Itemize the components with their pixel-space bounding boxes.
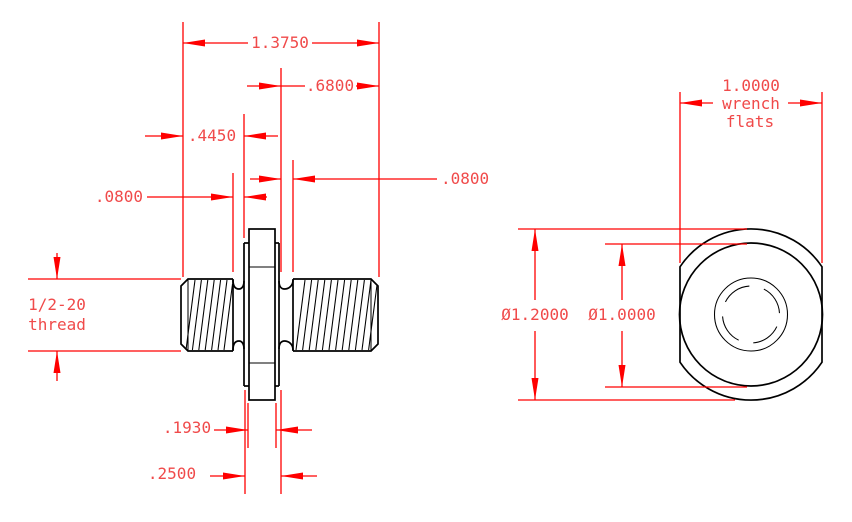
arrowhead-left (223, 472, 245, 480)
arrowhead-right (800, 99, 822, 107)
dimension-left-neck: .0800 (95, 187, 267, 206)
flange-circle-with-flats (679, 228, 823, 401)
arrowhead-right (244, 132, 266, 140)
dimension-flange-width: .1930 (163, 418, 312, 437)
dimension-boss-diameter: Ø1.0000 (588, 244, 656, 387)
dim-text-right-neck: .0800 (441, 169, 489, 188)
thread-major-circle (713, 277, 789, 352)
right-thread-outline (292, 278, 379, 352)
arrowhead-left (259, 175, 281, 183)
dimension-overall-length: 1.3750 (183, 33, 379, 52)
left-thread-hatching (185, 279, 234, 351)
arrowhead-right (244, 193, 266, 201)
dim-text-left-end-to-flange: .4450 (188, 126, 236, 145)
arrowhead-left (259, 82, 281, 90)
dimension-flange-diameter: Ø1.2000 (501, 229, 569, 400)
arrowhead-down (531, 378, 539, 400)
dimension-boss-width: .2500 (148, 464, 317, 483)
arrowhead-right (276, 426, 298, 434)
thread-callout-line1: 1/2-20 (28, 295, 86, 314)
dimension-wrench-flats: 1.0000 wrench flats (680, 76, 822, 131)
arrowhead-left (226, 426, 248, 434)
thread-callout-line2: thread (28, 315, 86, 334)
arrowhead-down (53, 257, 61, 279)
dimension-left-end-to-flange: .4450 (145, 126, 278, 145)
front-view (180, 228, 379, 401)
right-neck-groove (278, 279, 294, 351)
arrowhead-right (357, 39, 379, 47)
arrowhead-up (53, 351, 61, 373)
wrench-flats-line2: wrench (722, 94, 780, 113)
end-view (678, 228, 824, 401)
arrowhead-left (211, 193, 233, 201)
wrench-flats-line1: 1.0000 (722, 76, 780, 95)
dim-text-boss-diameter: Ø1.0000 (588, 305, 655, 324)
arrowhead-down (618, 365, 626, 387)
dim-text-flange-diameter: Ø1.2000 (501, 305, 568, 324)
arrowhead-left (161, 132, 183, 140)
right-thread-hatching (295, 279, 378, 351)
arrowhead-up (618, 244, 626, 266)
end-view-dimensions: 1.0000 wrench flats Ø1.2000 Ø1.0000 (501, 76, 823, 401)
arrowhead-up (531, 229, 539, 251)
wrench-boss-circle (678, 242, 824, 387)
arrowhead-right (357, 82, 379, 90)
dimension-right-end-to-flange: .6800 (247, 76, 379, 95)
front-view-dimensions: 1.3750 .6800 .4450 .0800 (28, 22, 489, 494)
dimension-right-neck: .0800 (250, 169, 489, 188)
arrowhead-left (680, 99, 702, 107)
dim-text-flange-width: .1930 (163, 418, 211, 437)
dim-text-left-neck: .0800 (95, 187, 143, 206)
arrowhead-left (183, 39, 205, 47)
dim-text-right-end-to-flange: .6800 (306, 76, 354, 95)
arrowhead-right (281, 472, 303, 480)
dimension-thread-callout: 1/2-20 thread (28, 253, 86, 381)
thread-minor-circle (721, 285, 781, 344)
dim-text-overall-length: 1.3750 (251, 33, 309, 52)
flange-disc-outline (248, 228, 276, 401)
wrench-flats-line3: flats (726, 112, 774, 131)
arrowhead-right (293, 175, 315, 183)
dim-text-boss-width: .2500 (148, 464, 196, 483)
left-neck-groove (232, 279, 245, 351)
